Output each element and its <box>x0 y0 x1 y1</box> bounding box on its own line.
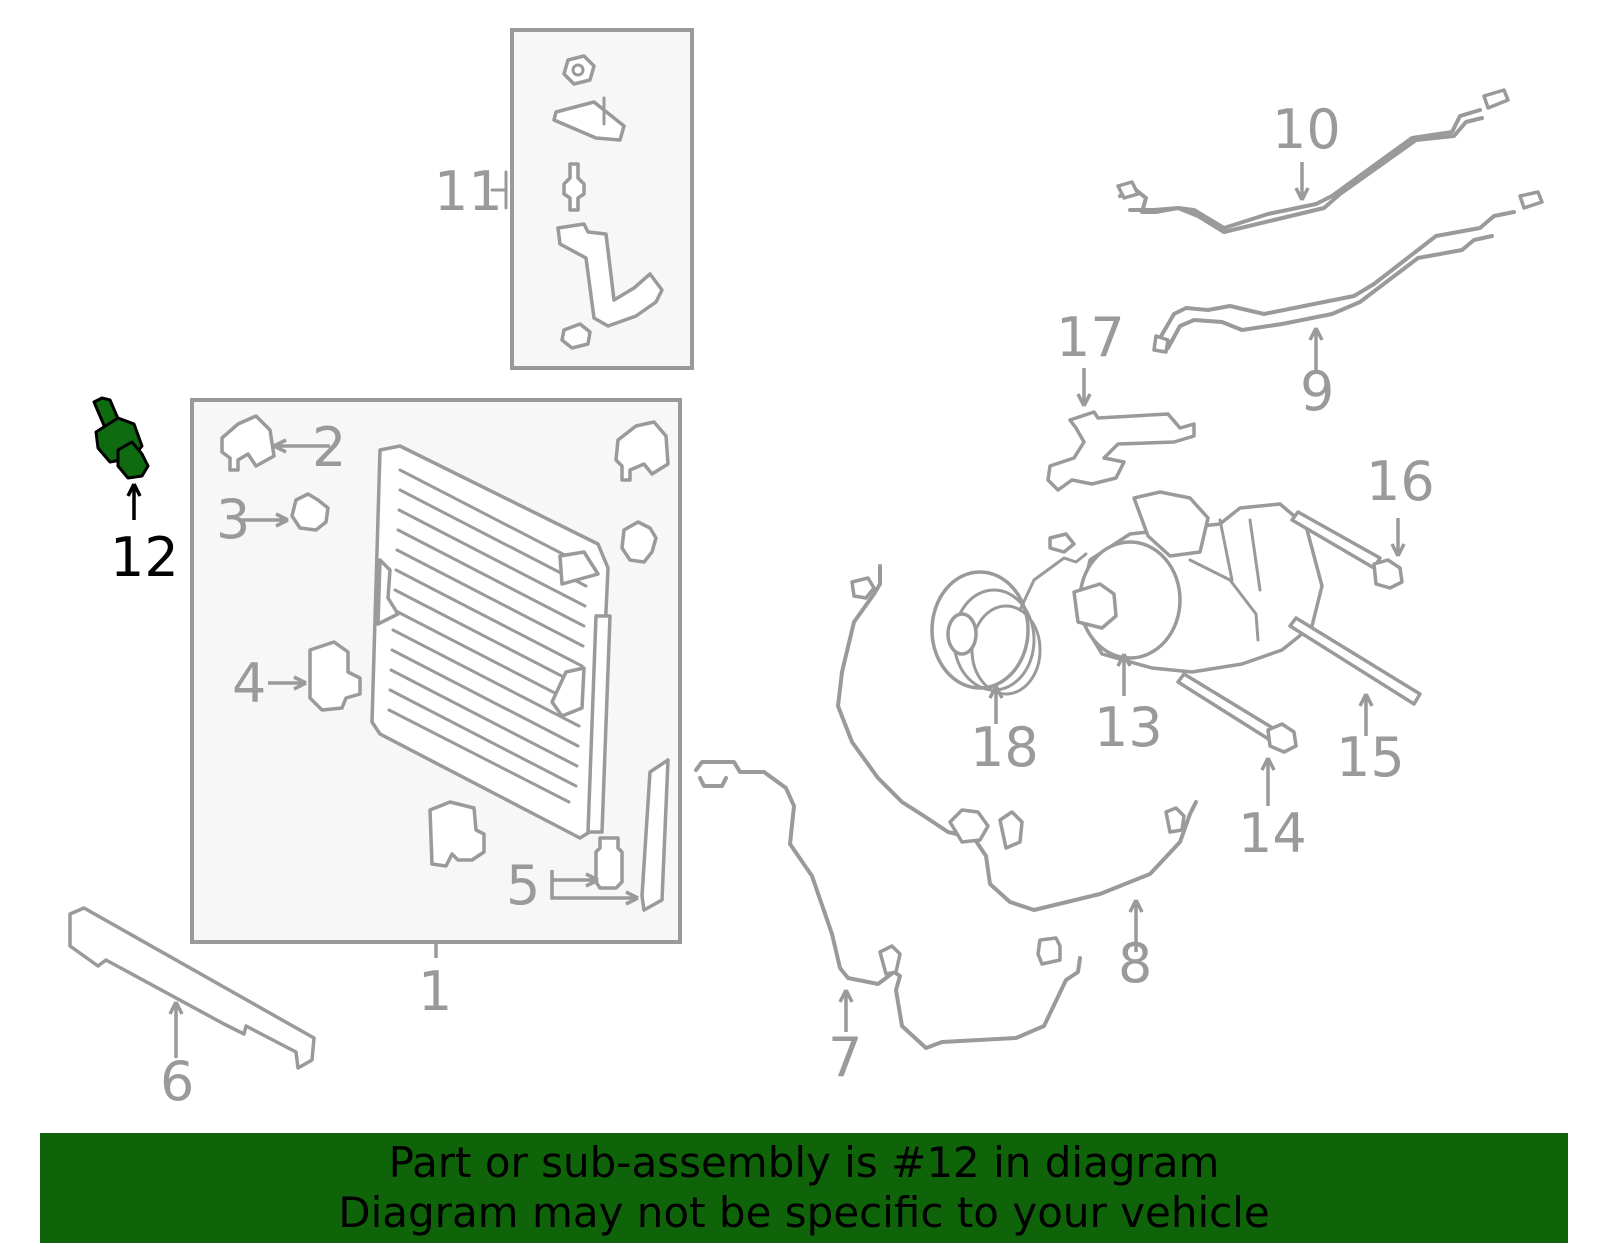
callout-13: 13 <box>1094 696 1163 759</box>
liquid-line-9 <box>1152 190 1544 370</box>
callout-9: 9 <box>1300 360 1334 423</box>
bracket-17 <box>1046 368 1196 492</box>
callout-6: 6 <box>160 1050 194 1113</box>
callout-11: 11 <box>434 160 503 223</box>
liquid-line-10 <box>1116 88 1510 234</box>
info-banner: Part or sub-assembly is #12 in diagram D… <box>40 1133 1568 1243</box>
clutch-18 <box>930 532 1088 724</box>
stud-15 <box>1288 616 1422 736</box>
callout-17: 17 <box>1056 306 1125 369</box>
bracket-kit-panel <box>490 28 694 370</box>
banner-line-1: Part or sub-assembly is #12 in diagram <box>388 1138 1220 1187</box>
highlighted-part-12 <box>92 396 150 520</box>
callout-10: 10 <box>1272 98 1341 161</box>
callout-12: 12 <box>110 526 179 589</box>
banner-line-2: Diagram may not be specific to your vehi… <box>338 1188 1270 1237</box>
callout-16: 16 <box>1366 450 1435 513</box>
condenser-panel <box>190 398 682 958</box>
callout-1: 1 <box>418 960 452 1023</box>
callout-7: 7 <box>828 1026 862 1089</box>
callout-labels: 1 2 3 4 5 6 7 8 9 10 11 12 13 14 15 16 1… <box>110 98 1435 1113</box>
callout-3: 3 <box>216 488 250 551</box>
callout-2: 2 <box>312 416 346 479</box>
callout-4: 4 <box>232 652 266 715</box>
suction-hose-8 <box>836 564 1198 952</box>
bolt-16 <box>1290 510 1406 590</box>
seal-strip-6 <box>68 906 316 1070</box>
bolt-14 <box>1176 672 1298 806</box>
callout-5: 5 <box>506 854 540 917</box>
discharge-hose-7 <box>694 760 1082 1050</box>
callout-14: 14 <box>1238 802 1307 865</box>
callout-18: 18 <box>970 716 1039 779</box>
callout-15: 15 <box>1336 726 1405 789</box>
compressor-13 <box>1072 490 1324 696</box>
callout-8: 8 <box>1118 932 1152 995</box>
